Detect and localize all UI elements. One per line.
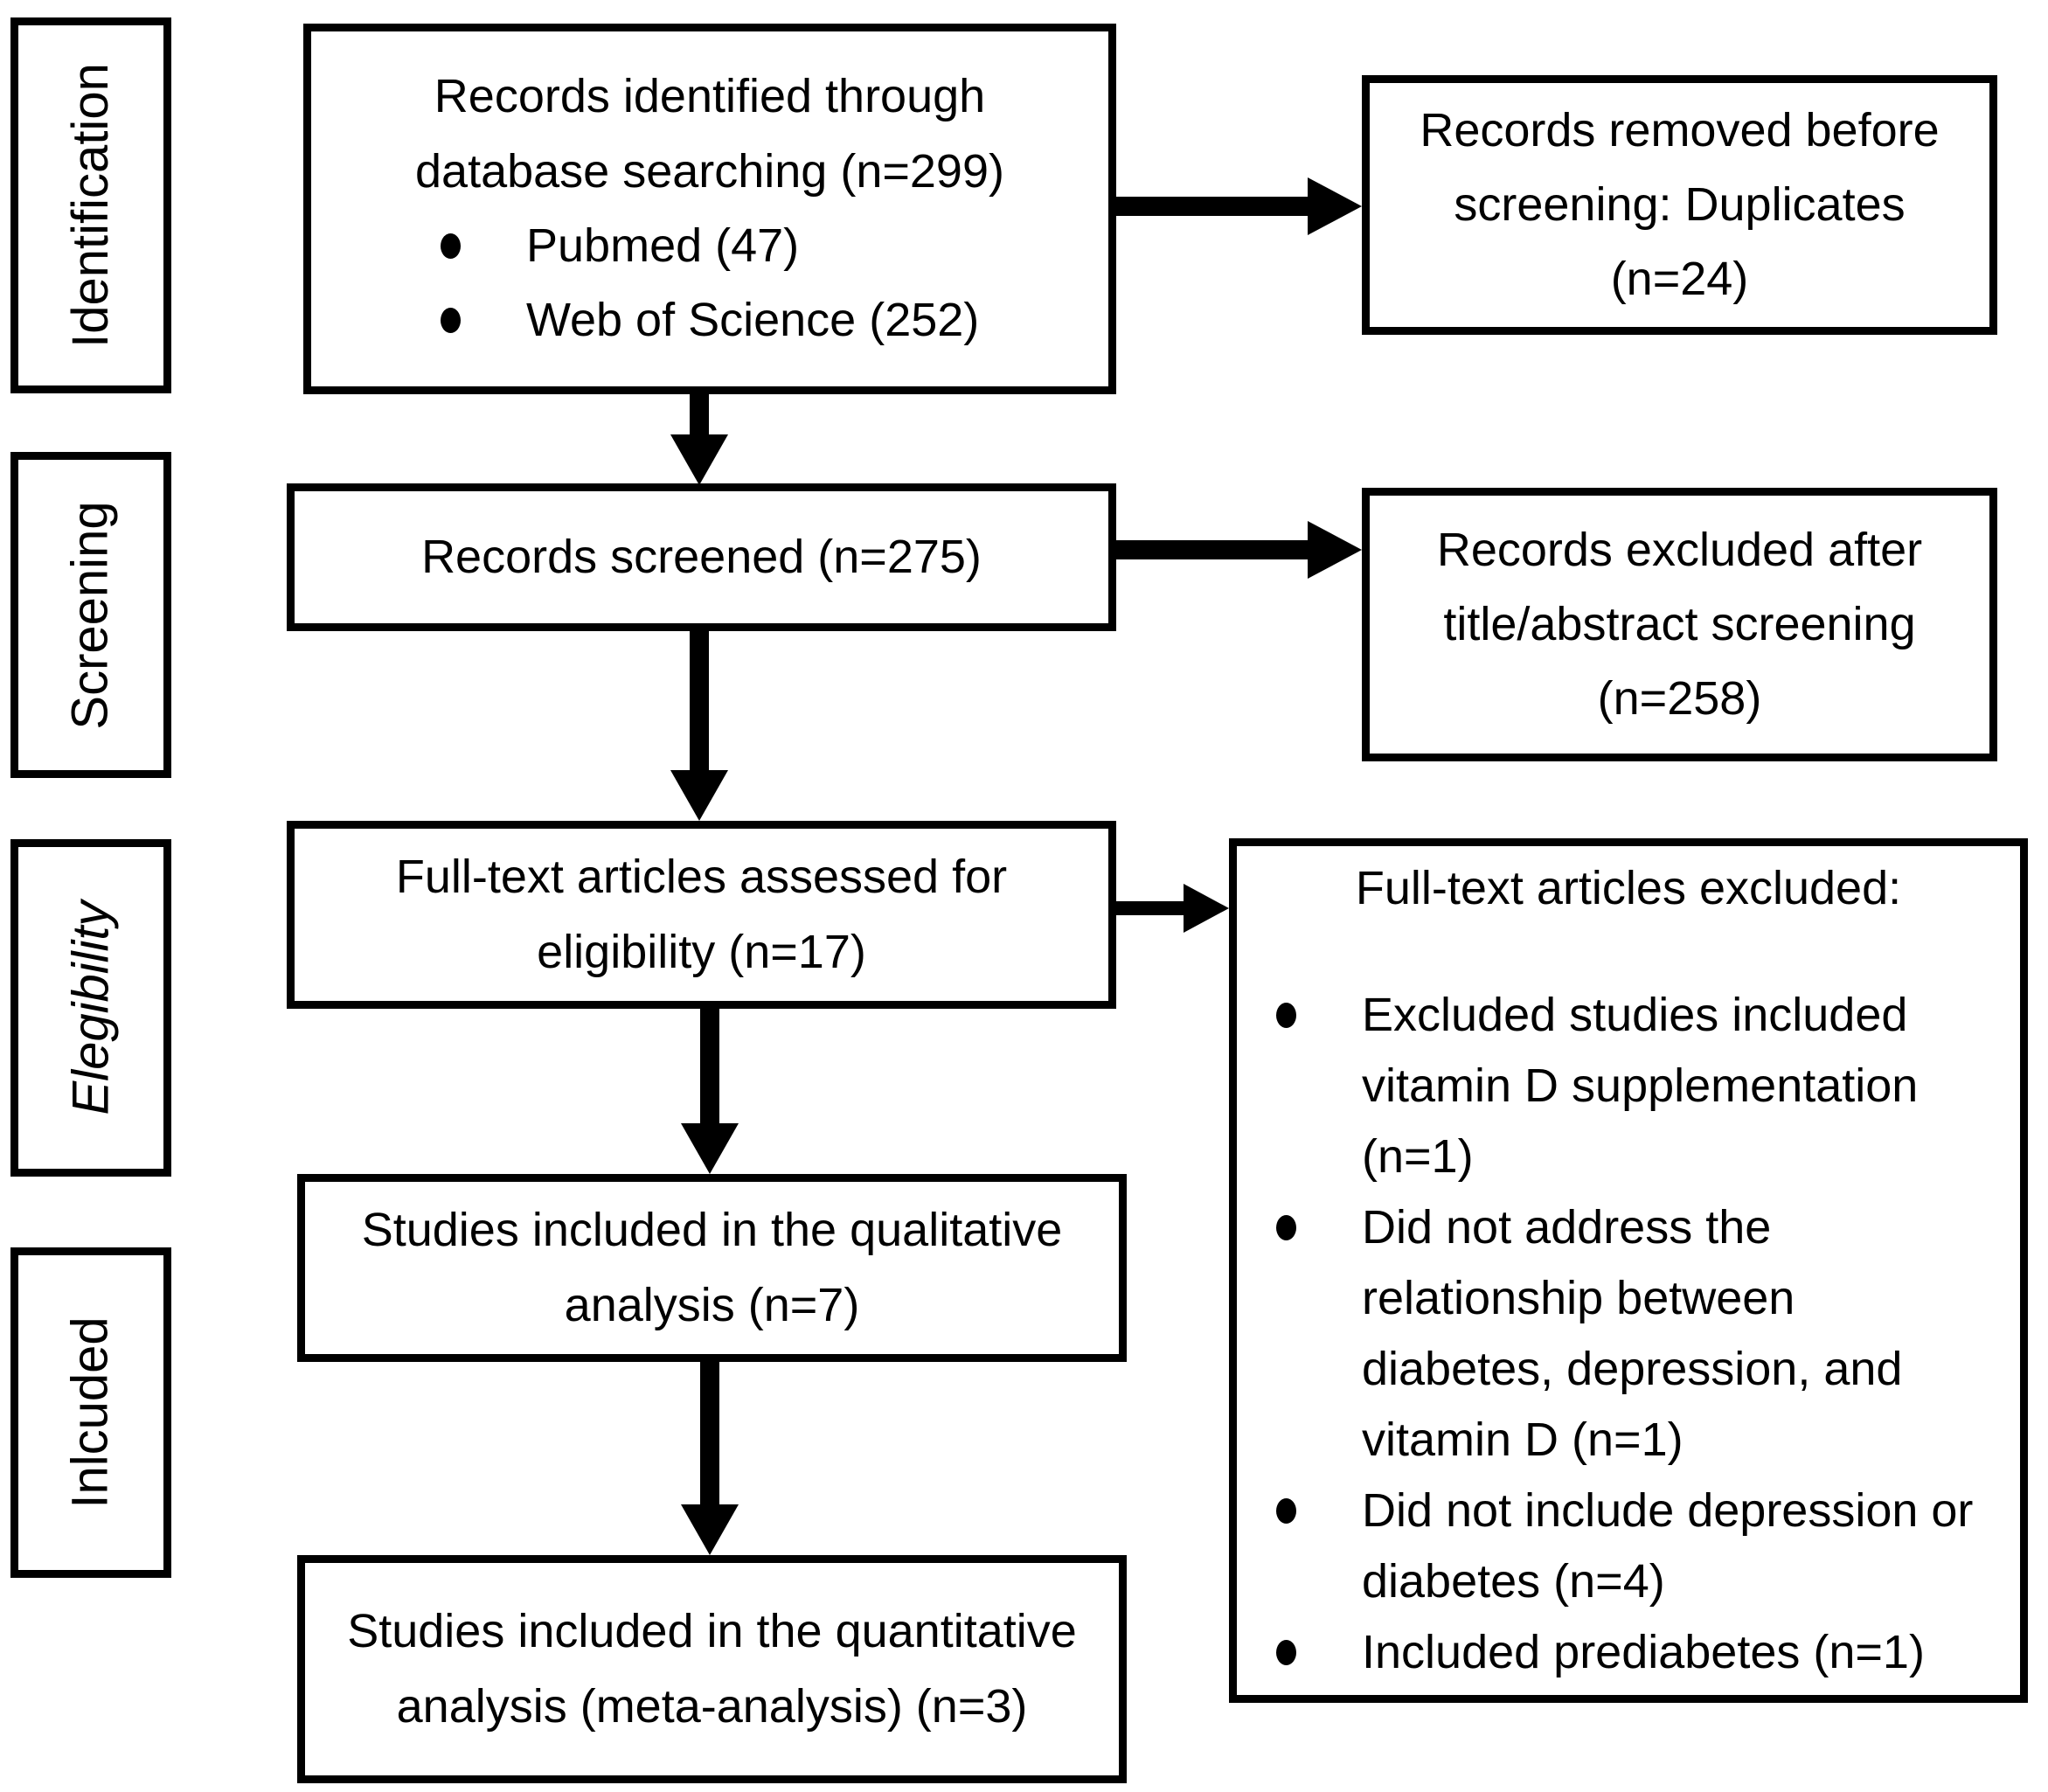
arrow-shaft (690, 631, 709, 775)
quantitative-analysis-text: Studies included in the quantitative ana… (347, 1605, 1077, 1733)
box-qualitative-analysis: Studies included in the qualitative anal… (297, 1174, 1127, 1362)
box-records-excluded-screening: Records excluded after title/abstract sc… (1362, 488, 1997, 761)
arrow-identified-to-screened (670, 394, 728, 485)
stage-label-screening-text: Screening (62, 500, 120, 730)
bullet-item: Web of Science (252) (441, 283, 1038, 358)
bullet-item: Included prediabetes (n=1) (1276, 1617, 1990, 1688)
stage-label-screening: Screening (10, 452, 171, 778)
stage-label-included: Inlcuded (10, 1247, 171, 1578)
fulltext-assessed-text: Full-text articles assessed for eligibil… (395, 851, 1008, 978)
arrow-identified-to-removed (1116, 177, 1362, 235)
stage-label-identification: Identification (10, 17, 171, 393)
arrow-shaft (700, 1362, 719, 1510)
arrow-shaft (690, 394, 709, 440)
arrow-shaft (1116, 901, 1187, 915)
box-fulltext-excluded: Full-text articles excluded: Excluded st… (1229, 838, 2028, 1703)
arrowhead-down-icon (670, 434, 728, 485)
box-quantitative-analysis: Studies included in the quantitative ana… (297, 1555, 1127, 1783)
box-records-screened: Records screened (n=275) (287, 483, 1116, 631)
records-identified-title: Records identified through database sear… (415, 70, 1004, 198)
stage-label-included-text: Inlcuded (62, 1316, 120, 1509)
records-identified-sources: Pubmed (47) Web of Science (252) (355, 209, 1065, 358)
arrow-screened-to-excluded (1116, 521, 1362, 579)
arrow-qualitative-to-quantitative (681, 1362, 739, 1555)
box-fulltext-assessed: Full-text articles assessed for eligibil… (287, 821, 1116, 1009)
arrowhead-right-icon (1308, 521, 1362, 579)
records-screened-text: Records screened (n=275) (421, 530, 982, 583)
fulltext-excluded-reasons: Excluded studies included vitamin D supp… (1237, 980, 2020, 1688)
arrowhead-down-icon (681, 1504, 739, 1555)
arrow-shaft (1116, 540, 1313, 559)
stage-label-identification-text: Identification (62, 63, 119, 348)
records-removed-text: Records removed before screening: Duplic… (1420, 103, 1940, 306)
arrowhead-down-icon (681, 1123, 739, 1174)
arrow-fulltext-to-qualitative (681, 1009, 739, 1174)
stage-label-eligibility: Elegibility (10, 839, 171, 1177)
stage-label-eligibility-text: Elegibility (62, 900, 119, 1115)
box-records-removed-duplicates: Records removed before screening: Duplic… (1362, 75, 1997, 335)
box-records-identified: Records identified through database sear… (303, 24, 1116, 394)
bullet-item: Did not include depression or diabetes (… (1276, 1476, 1990, 1617)
arrowhead-right-icon (1308, 177, 1362, 235)
arrow-shaft (1116, 197, 1313, 216)
arrow-shaft (700, 1009, 719, 1129)
bullet-item: Pubmed (47) (441, 209, 1038, 283)
arrow-fulltext-to-excluded (1116, 884, 1229, 933)
qualitative-analysis-text: Studies included in the qualitative anal… (361, 1204, 1063, 1331)
fulltext-excluded-title: Full-text articles excluded: (1355, 862, 1902, 914)
records-excluded-screening-text: Records excluded after title/abstract sc… (1436, 523, 1923, 726)
arrowhead-down-icon (670, 770, 728, 821)
bullet-item: Did not address the relationship between… (1276, 1192, 1990, 1476)
arrow-screened-to-fulltext (670, 631, 728, 821)
arrowhead-right-icon (1184, 884, 1229, 933)
bullet-item: Excluded studies included vitamin D supp… (1276, 980, 1990, 1192)
